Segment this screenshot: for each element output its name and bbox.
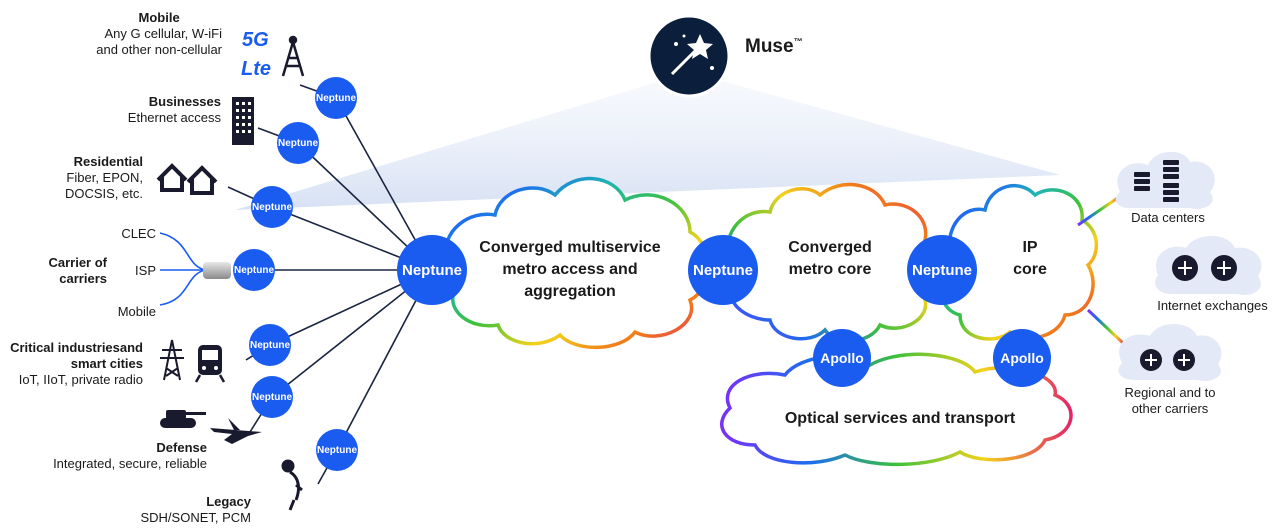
neptune-node-legacy[interactable]: Neptune <box>316 429 358 471</box>
neptune-node-hub[interactable]: Neptune <box>397 235 467 305</box>
segment-critical-label: Critical industriesand smart cities IoT,… <box>10 340 143 388</box>
fighter-jet-icon <box>210 418 262 444</box>
router-arrows-icon <box>1145 261 1231 366</box>
regional-line1: Regional and to <box>1124 385 1216 400</box>
muse-name: Muse <box>745 36 794 57</box>
neptune-node-defense[interactable]: Neptune <box>251 376 293 418</box>
cloud-regional <box>1118 324 1222 382</box>
tank-icon <box>160 410 206 428</box>
segment-defense-label: Defense Integrated, secure, reliable <box>53 440 207 472</box>
carrier-fibers <box>159 232 206 306</box>
segment-mobile-title: Mobile <box>138 10 180 25</box>
power-pylon-icon <box>160 339 184 381</box>
segment-defense-title: Defense <box>156 440 207 455</box>
segment-residential-label: Residential Fiber, EPON, DOCSIS, etc. <box>65 154 143 202</box>
segment-businesses-line1: Ethernet access <box>127 110 221 125</box>
cloud-metro-core-line1: Converged <box>788 239 872 256</box>
magic-wand-icon <box>670 34 714 76</box>
segment-carrier-title1: Carrier of <box>48 255 107 270</box>
regional-line2: other carriers <box>1131 401 1209 416</box>
cloud-data-centers <box>1115 151 1215 210</box>
cloud-metro-access-line2: metro access and <box>502 261 638 278</box>
fiber-bundle <box>203 262 231 279</box>
segment-residential-line1: Fiber, EPON, <box>66 170 143 185</box>
neptune-node-critical[interactable]: Neptune <box>249 324 291 366</box>
cloud-ip-core-line1: IP <box>1022 239 1038 256</box>
regional-label: Regional and to other carriers <box>1110 385 1230 417</box>
segment-legacy-line1: SDH/SONET, PCM <box>140 510 251 525</box>
segment-mobile-line2: and other non-cellular <box>96 42 222 57</box>
segment-critical-line1: IoT, IIoT, private radio <box>18 372 143 387</box>
segment-carrier-title2: carriers <box>59 271 107 286</box>
house-icon <box>156 163 218 195</box>
legacy-person-icon <box>281 459 303 511</box>
segment-mobile-label: Mobile Any G cellular, W-iFi and other n… <box>96 10 222 58</box>
carrier-isp-label: ISP <box>135 263 156 278</box>
segment-mobile-line1: Any G cellular, W-iFi <box>104 26 222 41</box>
neptune-node-mobile[interactable]: Neptune <box>315 77 357 119</box>
cloud-optical-line1: Optical services and transport <box>784 410 1016 427</box>
segment-critical-title1: Critical industriesand <box>10 340 143 355</box>
segment-legacy-label: Legacy SDH/SONET, PCM <box>140 494 251 526</box>
cloud-metro-access <box>435 177 710 350</box>
apollo-node-right[interactable]: Apollo <box>993 329 1051 387</box>
muse-label: Muse™ <box>745 36 803 58</box>
data-centers-label: Data centers <box>1131 210 1205 225</box>
cloud-metro-access-label: Converged multiservice metro access and … <box>470 237 670 303</box>
cloud-internet-exchanges <box>1155 236 1262 296</box>
segment-carrier-label: Carrier of carriers <box>48 255 107 287</box>
neptune-node-metro-access[interactable]: Neptune <box>688 235 758 305</box>
carrier-clec-label: CLEC <box>121 226 156 241</box>
cloud-metro-core-label: Converged metro core <box>770 237 890 281</box>
segment-residential-line2: DOCSIS, etc. <box>64 186 143 201</box>
cloud-ip-core-label: IP core <box>995 237 1065 281</box>
muse-cone <box>235 72 1060 210</box>
muse-tm: ™ <box>793 36 803 47</box>
internet-exchanges-label: Internet exchanges <box>1157 298 1268 313</box>
segment-defense-line1: Integrated, secure, reliable <box>53 456 207 471</box>
cloud-metro-access-line3: aggregation <box>524 283 616 300</box>
train-icon <box>194 345 226 383</box>
segment-businesses-title: Businesses <box>148 94 221 109</box>
neptune-node-residential[interactable]: Neptune <box>251 186 293 228</box>
neptune-node-businesses[interactable]: Neptune <box>277 122 319 164</box>
cloud-ip-core-line2: core <box>1013 261 1047 278</box>
apollo-node-left[interactable]: Apollo <box>813 329 871 387</box>
neptune-node-carrier[interactable]: Neptune <box>233 249 275 291</box>
segment-critical-title2: smart cities <box>70 356 143 371</box>
lte-icon: Lte <box>241 58 271 80</box>
building-icon <box>232 97 254 145</box>
link-regional <box>1086 308 1127 347</box>
cloud-optical-label: Optical services and transport <box>760 408 1040 430</box>
server-icon <box>1134 160 1179 202</box>
segment-legacy-title: Legacy <box>206 494 251 509</box>
link-data-centers <box>1077 193 1123 227</box>
segment-residential-title: Residential <box>73 154 143 169</box>
carrier-mobile-label: Mobile <box>117 304 156 319</box>
five-g-icon: 5G <box>242 29 269 51</box>
cell-tower-icon <box>281 35 305 77</box>
segment-businesses-label: Businesses Ethernet access <box>128 94 221 126</box>
cloud-metro-core-line2: metro core <box>788 261 872 278</box>
neptune-node-metro-core[interactable]: Neptune <box>907 235 977 305</box>
cloud-metro-access-line1: Converged multiservice <box>479 239 661 256</box>
